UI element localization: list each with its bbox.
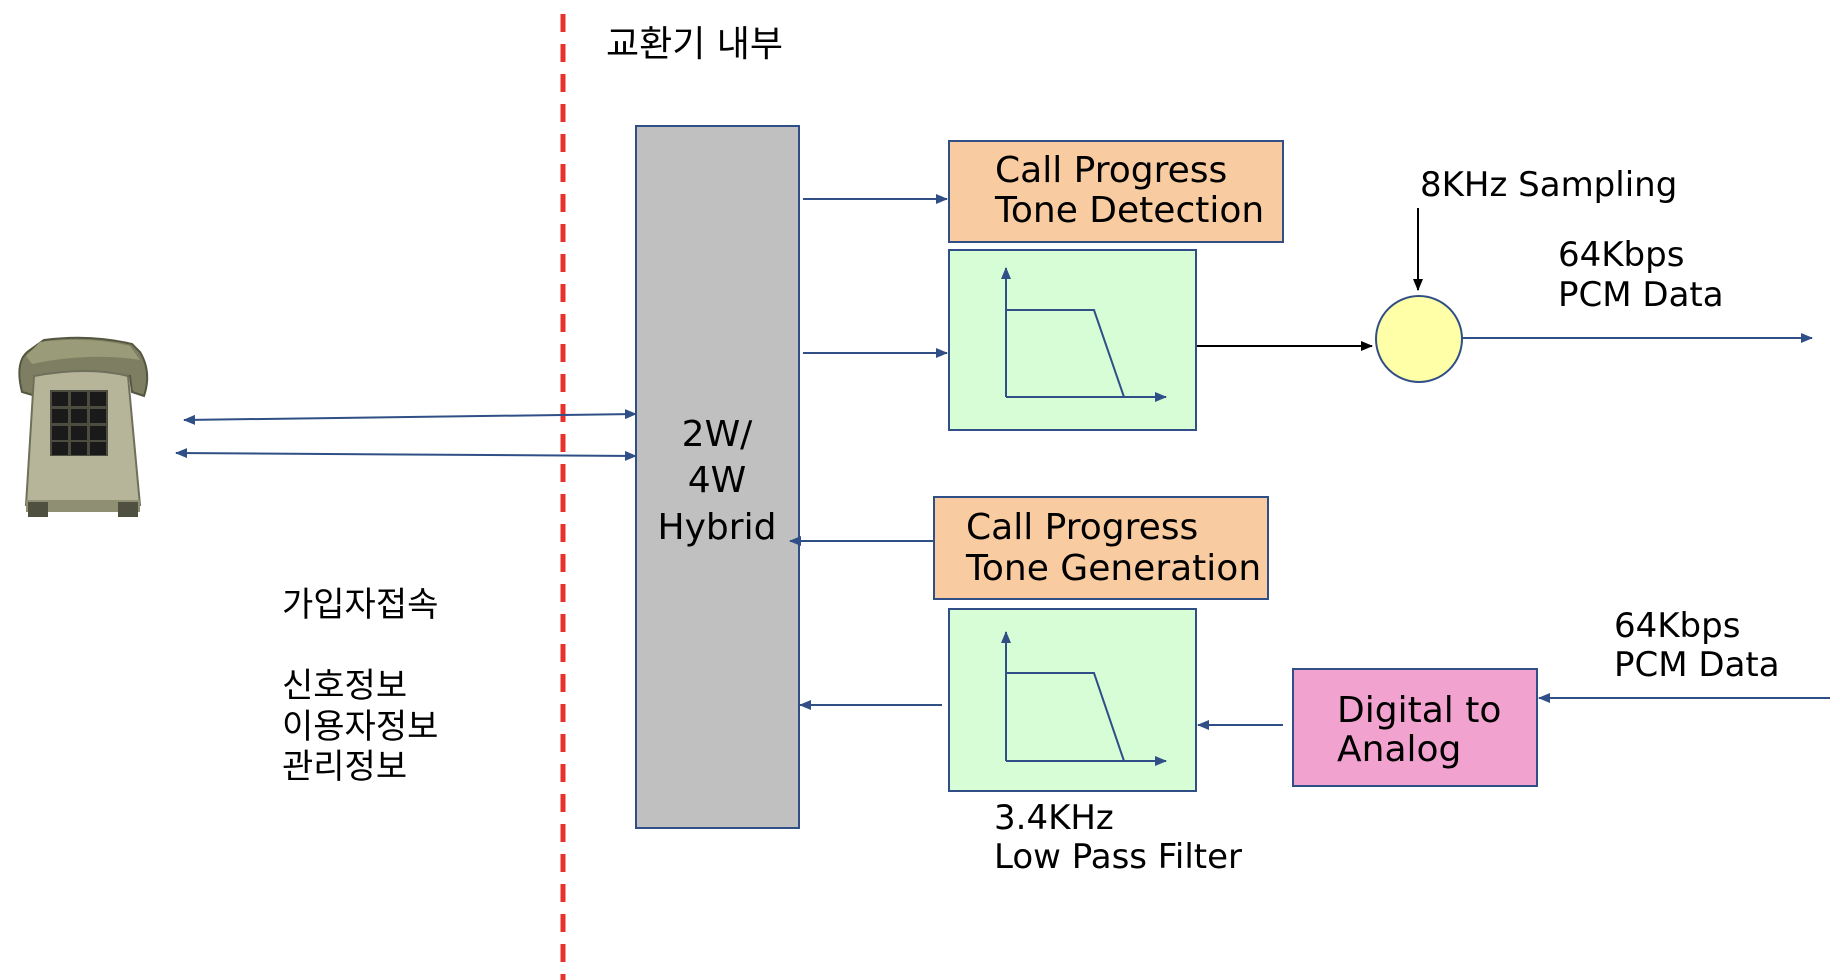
- upper-filter-response-icon: [1001, 267, 1167, 402]
- tone-detection-label-line-1: Call Progress: [995, 150, 1227, 191]
- signal-info-label: 신호정보: [282, 666, 407, 706]
- pcm-out-label-line-2: PCM Data: [1558, 275, 1724, 315]
- lower-filter-response-icon: [1001, 631, 1167, 766]
- dac-box: [1292, 668, 1538, 787]
- sampler-circle: [1375, 295, 1463, 383]
- hybrid-label-line-1: 2W/: [682, 414, 754, 455]
- subscriber-info-text: 가입자접속 신호정보 이용자정보 관리정보: [282, 585, 438, 787]
- pcm-in-label-line-2: PCM Data: [1614, 645, 1780, 685]
- pcm-out-label-line-1: 64Kbps: [1558, 235, 1684, 275]
- subscriber-line-upper: [183, 409, 637, 425]
- lower-filter-box: [948, 608, 1197, 792]
- upper-filter-box: [948, 249, 1197, 431]
- dac-label-line-2: Analog: [1337, 729, 1461, 770]
- sampling-label: 8KHz Sampling: [1420, 165, 1677, 205]
- subscriber-line-lower: [175, 448, 637, 461]
- lpf-label-line-1: 3.4KHz: [994, 798, 1114, 838]
- telephone-icon: [18, 336, 149, 517]
- subscriber-access-label: 가입자접속: [282, 585, 438, 625]
- hybrid-block: [635, 125, 800, 829]
- hybrid-label-line-2: 4W: [688, 460, 747, 501]
- exchange-interior-title: 교환기 내부: [606, 24, 783, 65]
- tone-generation-box: [933, 496, 1269, 600]
- tone-detection-box: [948, 140, 1284, 243]
- pcm-in-label-line-1: 64Kbps: [1614, 606, 1740, 646]
- tone-generation-label-line-1: Call Progress: [966, 507, 1198, 548]
- user-info-label: 이용자정보: [282, 707, 438, 747]
- dac-label-line-1: Digital to: [1337, 690, 1501, 731]
- tone-generation-label-line-2: Tone Generation: [965, 548, 1261, 589]
- lpf-label-line-2: Low Pass Filter: [994, 837, 1242, 877]
- hybrid-label-line-3: Hybrid: [658, 507, 777, 548]
- tone-detection-label-line-2: Tone Detection: [994, 190, 1264, 231]
- management-info-label: 관리정보: [282, 747, 407, 787]
- hybrid-label: 2W/ 4W Hybrid: [658, 414, 777, 548]
